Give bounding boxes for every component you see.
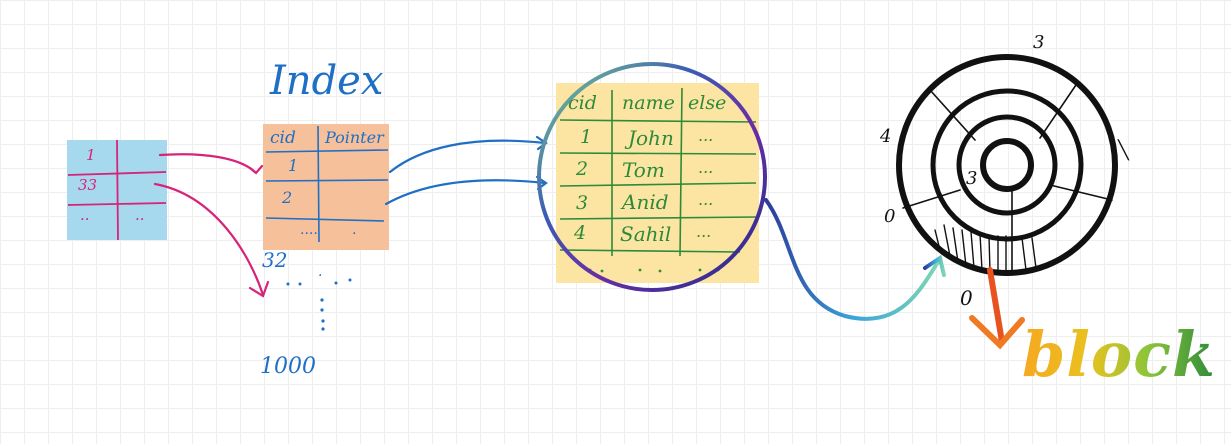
disk-tick-right: ╲ — [1118, 140, 1129, 161]
data-header-name: name — [622, 92, 675, 114]
source-cell-2-1: 33 — [78, 176, 98, 194]
disk-label-top: 3 — [1033, 32, 1045, 53]
data-table — [556, 83, 759, 283]
row-highlight-circle — [537, 62, 767, 292]
index-continuation-dots — [286, 278, 352, 331]
index-label-1000: 1000 — [260, 354, 316, 379]
data-row-2-cid: 2 — [576, 158, 589, 180]
data-row-4-cid: 4 — [574, 222, 587, 244]
source-cell-3-2: .. — [135, 206, 145, 224]
data-row-3-name: Anid — [622, 190, 669, 214]
index-table — [263, 124, 389, 250]
index-header-pointer: Pointer — [325, 128, 384, 147]
data-row-2-name: Tom — [622, 158, 665, 182]
data-to-disk-arrow — [764, 198, 946, 321]
disk-label-left-0: 0 — [884, 206, 896, 227]
data-row-4-name: Sahil — [620, 222, 672, 246]
index-label-32: 32 — [262, 248, 288, 272]
index-to-data-arrows — [384, 135, 548, 206]
disk-label-bottom-0: 0 — [960, 286, 973, 310]
source-cell-3-1: .. — [80, 206, 90, 224]
index-row-3-pointer: . — [352, 222, 357, 238]
disk-label-left: 4 — [880, 126, 892, 147]
data-header-else: else — [688, 92, 727, 114]
source-to-index-arrows — [153, 153, 270, 298]
data-row-1-else: ... — [698, 126, 714, 145]
data-row-3-else: ... — [698, 190, 714, 209]
source-table — [67, 139, 167, 241]
index-row-2-cid: 2 — [282, 188, 293, 207]
index-row-1-cid: 1 — [288, 156, 299, 175]
disk-platter — [896, 54, 1118, 276]
disk-label-center: 3 — [966, 168, 978, 189]
index-header-cid: cid — [270, 128, 296, 148]
block-label: block — [1022, 318, 1216, 391]
index-title: Index — [270, 58, 384, 104]
data-row-1-name: John — [628, 126, 674, 150]
data-row-1-cid: 1 — [580, 126, 593, 148]
source-cell-1-1: 1 — [86, 146, 96, 164]
index-row-3-cid: .... — [300, 222, 318, 238]
data-row-3-cid: 3 — [576, 192, 589, 214]
data-row-2-else: ... — [698, 158, 714, 177]
data-header-cid: cid — [568, 92, 597, 114]
index-dot: . — [318, 264, 323, 280]
data-row-4-else: ... — [696, 222, 712, 241]
disk-to-block-arrow — [969, 267, 1025, 350]
